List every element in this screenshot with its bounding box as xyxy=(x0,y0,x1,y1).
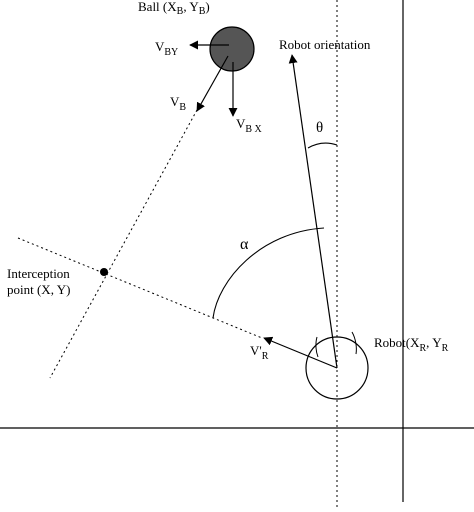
vby-label: VBY xyxy=(155,39,178,58)
ball xyxy=(209,26,255,72)
robot-right-wheel xyxy=(351,331,357,355)
theta-label: θ xyxy=(316,120,323,136)
robot-orientation-arrow xyxy=(288,54,338,369)
ball-trajectory-line xyxy=(49,109,198,379)
vb-label: VB xyxy=(170,94,186,113)
robot-left-wheel xyxy=(315,336,319,358)
interception-label-line2: point (X, Y) xyxy=(7,282,70,297)
alpha-arc xyxy=(212,227,325,319)
ball-label: Ball (XB, YB) xyxy=(138,0,210,17)
alpha-label: α xyxy=(240,236,249,253)
vbx-label: VB X xyxy=(236,116,263,135)
robot-label: Robot(XR, YR xyxy=(374,335,449,354)
robot xyxy=(305,336,369,400)
vr-arrow xyxy=(263,336,338,369)
interception-line xyxy=(17,237,263,339)
interception-label-line1: Interception xyxy=(7,266,70,281)
robot-orientation-label: Robot orientation xyxy=(279,37,371,52)
vr-label: V'R xyxy=(250,343,269,362)
vb-arrow xyxy=(196,55,229,112)
interception-point xyxy=(100,268,108,276)
theta-arc xyxy=(307,142,338,149)
